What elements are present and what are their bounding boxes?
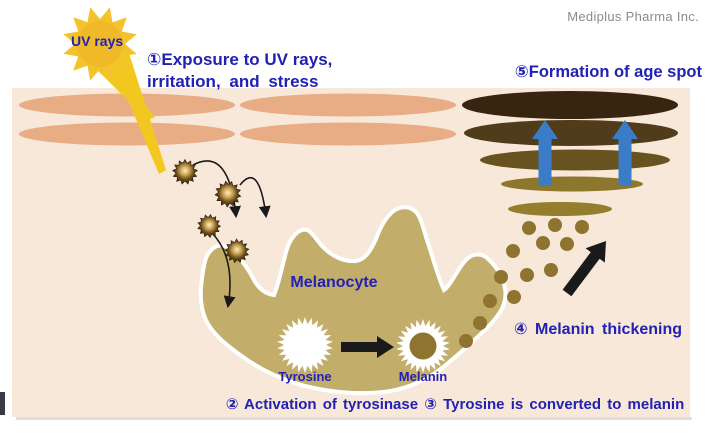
- age-spot-ellipse: [462, 91, 678, 119]
- step-1-line-1: ①Exposure to UV rays,: [147, 50, 333, 69]
- radical-path-arrow: [239, 176, 271, 219]
- melanin-granule-dot: [459, 334, 473, 348]
- age-spot-ellipse: [464, 120, 678, 146]
- melanin-transfer-arrow-icon: [562, 241, 606, 297]
- skin-cell-ellipse: [19, 93, 235, 117]
- scan-artifact: [0, 392, 5, 415]
- free-radical-icon: [197, 214, 222, 239]
- skin-cells: [19, 93, 456, 146]
- radical-path-arrow: [192, 160, 241, 219]
- melanin-granule-dot: [536, 236, 550, 250]
- brand-text: Mediplus Pharma Inc.: [567, 9, 699, 24]
- step-5-label: ⑤Formation of age spot: [514, 63, 702, 81]
- melanin-granule-dot: [506, 244, 520, 258]
- age-spot-ellipse: [480, 149, 670, 171]
- age-spot-ellipse: [508, 202, 612, 216]
- melanin-granule-dot: [507, 290, 521, 304]
- sun-body: [77, 21, 123, 67]
- step-1-line-2: irritation, and stress: [147, 72, 319, 91]
- free-radical-icon: [224, 238, 250, 264]
- step-1-label: ①Exposure to UV rays, irritation, and st…: [147, 49, 332, 93]
- melanin-granules: [459, 218, 589, 348]
- melanocyte-label: Melanocyte: [290, 274, 378, 291]
- melanin-granule-dot: [548, 218, 562, 232]
- sun-icon: [63, 7, 137, 81]
- skin-cell-ellipse: [240, 93, 456, 117]
- step-2-3-label: ② Activation of tyrosinase ③ Tyrosine is…: [225, 396, 685, 413]
- melanin-granule-dot: [522, 221, 536, 235]
- free-radical-icon: [172, 158, 198, 185]
- step-4-label: ④ Melanin thickening: [514, 321, 683, 338]
- skin-cell-ellipse: [19, 122, 235, 146]
- melanin-granule-dot: [494, 270, 508, 284]
- free-radicals: [172, 158, 271, 309]
- skin-block-shadow: [16, 417, 692, 420]
- melanin-label: Melanin: [398, 369, 448, 384]
- melanin-granule-dot: [575, 220, 589, 234]
- melanin-granule-dot: [520, 268, 534, 282]
- skin-cell-ellipse: [240, 122, 456, 146]
- radical-path-arrow: [211, 232, 236, 309]
- age-spot-arrow-icon: [532, 120, 558, 186]
- free-radical-icon: [214, 180, 242, 208]
- uv-rays-label: UV rays: [71, 33, 124, 49]
- melanin-granule-dot: [483, 294, 497, 308]
- age-spot-ellipse: [501, 176, 643, 192]
- melanin-core: [409, 332, 437, 360]
- tyrosine-label: Tyrosine: [278, 369, 332, 384]
- melanin-granule-dot: [560, 237, 574, 251]
- melanin-granule-dot: [473, 316, 487, 330]
- conversion-arrow-icon: [341, 336, 394, 358]
- melanin-granule-dot: [544, 263, 558, 277]
- age-spot-arrow-icon: [612, 120, 638, 186]
- tyrosine-burst-icon: [277, 317, 333, 373]
